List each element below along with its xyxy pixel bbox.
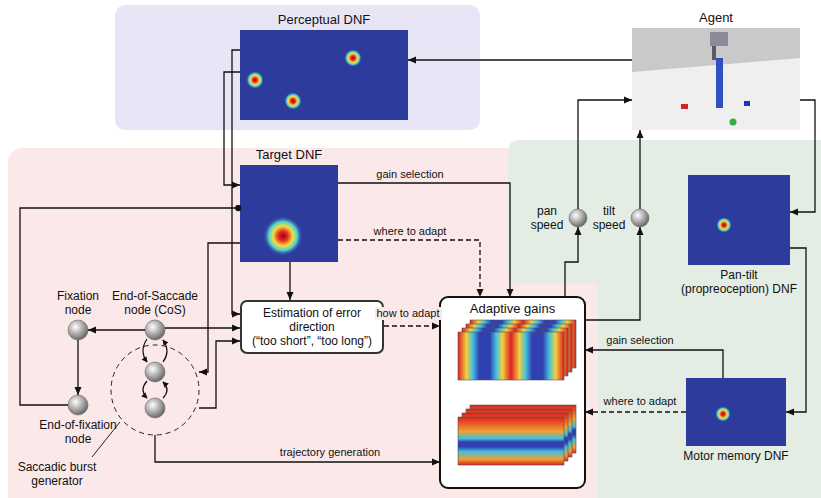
dashed-connector [338,240,480,297]
burst-link [143,339,147,362]
process-box: Estimation of error direction(“too short… [240,300,384,354]
green-object [730,119,737,126]
gain-layer [458,332,564,380]
burst-outline [111,345,199,435]
node-label: Agent [699,10,733,25]
neuron-node [631,209,649,227]
node-label: tilt speed [591,204,627,232]
box-text: (“too short”, “too long”) [249,334,375,348]
neuron-node [68,395,88,415]
neuron-node [68,320,88,340]
blue-object [744,101,750,106]
burst-link [163,382,167,398]
dashed-connector [585,411,686,412]
dnf-map: Motor memory DNF [686,378,786,446]
node-label: Saccadic burst generator [11,460,103,488]
activation-peak [715,406,731,422]
connector [20,208,240,405]
gain-layer [458,417,564,465]
connector [408,59,632,60]
node-label: Fixation node [48,289,108,317]
neuron-node [145,398,165,418]
speed-node: pan speed [569,209,587,227]
connector [199,341,240,408]
scene-background [632,28,800,130]
neuron-node [145,320,165,340]
edge-label: gain selection [604,334,675,347]
neuron-node: End-of-fixation node [68,395,88,415]
connector [639,130,640,209]
connector [155,435,440,462]
activation-peak [263,216,303,256]
connector [565,227,578,297]
edge-label: trajectory generation [278,446,382,459]
edge-label: how to adapt [375,307,442,320]
region-purple [115,5,480,130]
heatmap [240,165,338,262]
speed-node: tilt speed [631,209,649,227]
edge-label: where to adapt [372,225,449,238]
neuron-node [569,209,587,227]
edge-label: gain selection [374,168,445,181]
burst-link [163,340,167,362]
gains-box: Adaptive gains [440,297,585,488]
connector [578,100,632,209]
connector [585,227,640,320]
dnf-map: Perceptual DNF [240,30,408,120]
connector [338,183,510,297]
connector [199,243,240,372]
node-label: Adaptive gains [470,301,555,316]
neuron-node [145,362,165,382]
agent-view: Agent [632,28,800,130]
scene-floor [632,58,800,130]
robot-head [710,32,728,46]
burst-link [143,381,147,398]
robot-neck [712,46,716,60]
activation-peak [246,71,264,89]
connector [232,50,240,314]
node-label: pan speed [529,204,565,232]
connector [289,262,290,300]
connector [88,329,145,330]
activation-peak [284,92,302,110]
dnf-map: Pan-tilt (propreoception) DNF [688,175,790,265]
box-text: Estimation of error direction [249,306,375,334]
node-label: Pan-tilt (propreoception) DNF [679,268,799,296]
heatmap [688,175,790,265]
connector [165,327,240,328]
connector [786,248,806,412]
node-label: Perceptual DNF [278,12,370,27]
heatmap [686,378,786,446]
node-label: End-of-Saccade node (CoS) [109,289,201,317]
activation-peak [716,217,732,233]
dashed-connector [384,325,440,326]
neuron-node: End-of-Saccade node (CoS) [145,320,165,340]
dnf-map: Target DNF [240,165,338,262]
robot-arm [716,58,723,108]
edge-label: where to adapt [602,395,679,408]
node-label: Target DNF [256,147,322,162]
heatmap [240,30,408,120]
activation-peak [344,49,362,67]
node-label: Motor memory DNF [683,449,788,463]
connector [790,100,815,212]
red-object [681,104,688,109]
node-label: End-of-fixation node [28,418,128,446]
burst-generator: Saccadic burst generator [111,345,199,435]
connector [77,340,78,395]
gains-box [440,297,585,488]
connector [585,350,723,378]
neuron-node: Fixation node [68,320,88,340]
